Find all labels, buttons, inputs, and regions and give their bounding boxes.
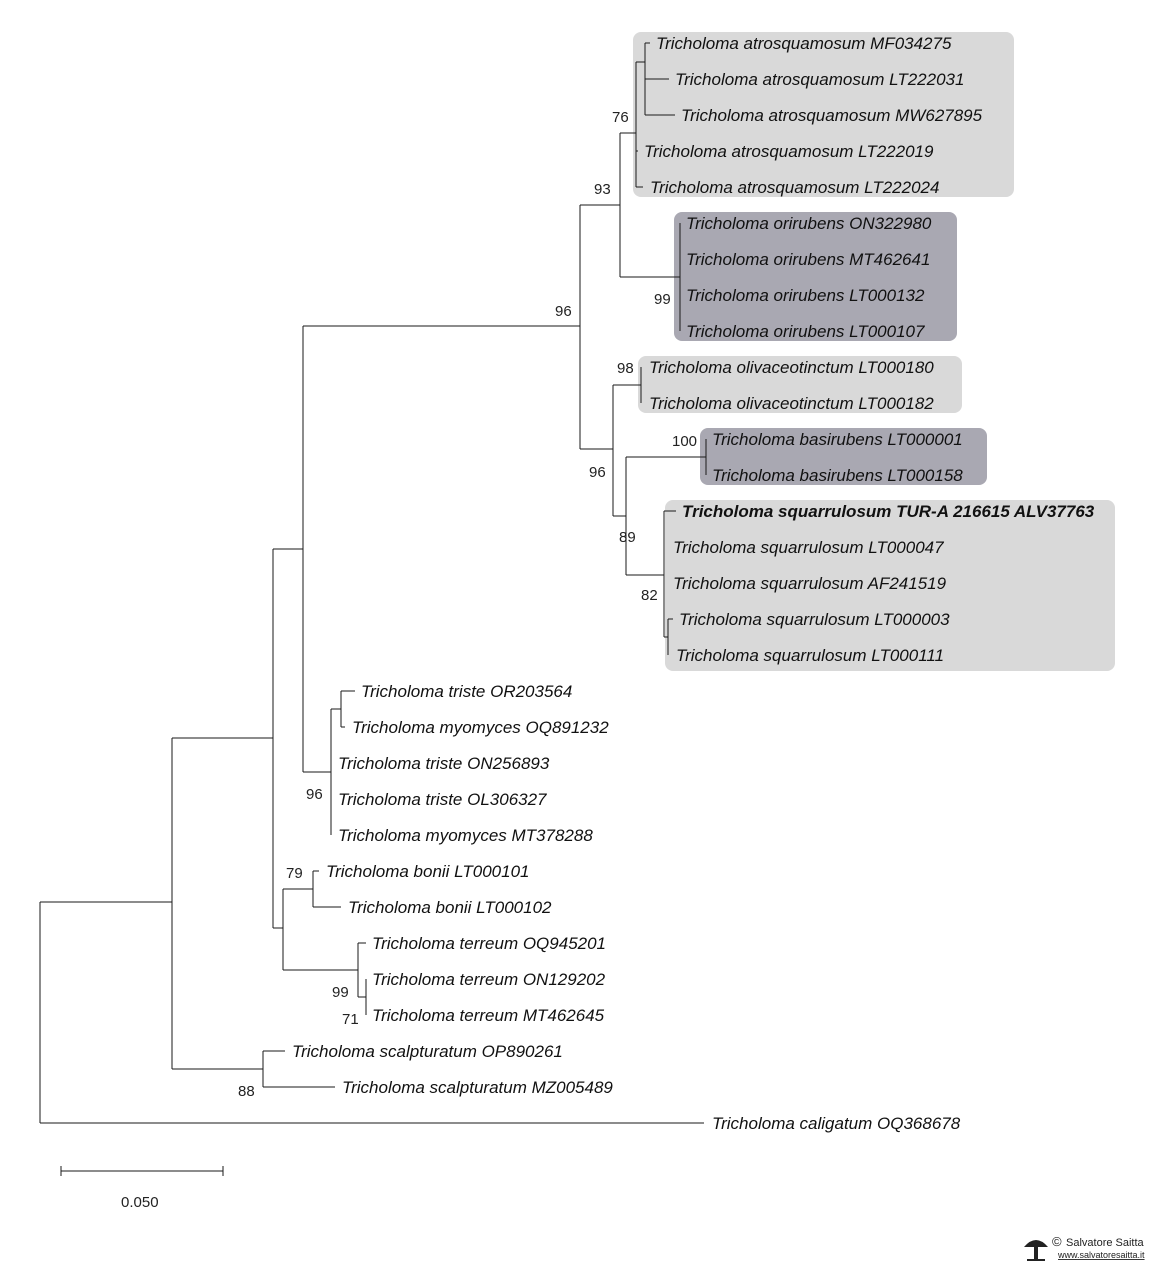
taxon-labels: Tricholoma atrosquamosum MF034275 Tricho… — [292, 34, 1095, 1133]
taxon-label: Tricholoma squarrulosum LT000003 — [679, 610, 950, 629]
watermark-name: Salvatore Saitta — [1066, 1237, 1145, 1249]
support-value: 82 — [641, 587, 658, 604]
taxon-label: Tricholoma orirubens ON322980 — [686, 214, 932, 233]
taxon-label: Tricholoma squarrulosum LT000111 — [676, 646, 944, 665]
support-value: 88 — [238, 1083, 255, 1100]
taxon-label: Tricholoma orirubens LT000132 — [686, 286, 925, 305]
taxon-label: Tricholoma terreum OQ945201 — [372, 934, 606, 953]
taxon-label: Tricholoma myomyces MT378288 — [338, 826, 593, 845]
support-value: 76 — [612, 109, 629, 126]
taxon-label: Tricholoma atrosquamosum MF034275 — [656, 34, 952, 53]
taxon-label: Tricholoma atrosquamosum LT222024 — [650, 178, 939, 197]
watermark-url: www.salvatoresaitta.it — [1057, 1250, 1145, 1260]
support-value: 71 — [342, 1011, 359, 1028]
taxon-label: Tricholoma triste OR203564 — [361, 682, 572, 701]
taxon-label: Tricholoma scalpturatum MZ005489 — [342, 1078, 613, 1097]
support-value: 93 — [594, 181, 611, 198]
support-value: 89 — [619, 529, 636, 546]
scale-bar-label: 0.050 — [121, 1194, 159, 1211]
taxon-label: Tricholoma bonii LT000102 — [348, 898, 552, 917]
support-value: 99 — [654, 291, 671, 308]
support-value: 96 — [589, 464, 606, 481]
clade-box-atrosquamosum — [633, 32, 1014, 197]
support-value: 100 — [672, 433, 697, 450]
support-value: 79 — [286, 865, 303, 882]
taxon-label: Tricholoma triste OL306327 — [338, 790, 547, 809]
highlighted-taxon-label: Tricholoma squarrulosum TUR-A 216615 ALV… — [682, 502, 1095, 521]
tree-branches — [39, 42, 707, 1124]
taxon-label: Tricholoma myomyces OQ891232 — [352, 718, 609, 737]
scale-bar: 0.050 — [60, 1166, 224, 1211]
copyright-symbol: © — [1052, 1234, 1062, 1249]
mushroom-logo-icon — [1024, 1240, 1048, 1261]
taxon-label: Tricholoma terreum MT462645 — [372, 1006, 605, 1025]
support-value: 98 — [617, 360, 634, 377]
clade-box-basirubens — [700, 428, 987, 485]
taxon-label: Tricholoma caligatum OQ368678 — [712, 1114, 961, 1133]
support-value: 96 — [555, 303, 572, 320]
taxon-label: Tricholoma basirubens LT000001 — [712, 430, 963, 449]
taxon-label: Tricholoma bonii LT000101 — [326, 862, 530, 881]
support-value: 99 — [332, 984, 349, 1001]
taxon-label: Tricholoma orirubens MT462641 — [686, 250, 930, 269]
taxon-label: Tricholoma atrosquamosum LT222031 — [675, 70, 964, 89]
clade-highlights — [633, 32, 1115, 671]
taxon-label: Tricholoma olivaceotinctum LT000180 — [649, 358, 934, 377]
support-value: 96 — [306, 786, 323, 803]
taxon-label: Tricholoma triste ON256893 — [338, 754, 550, 773]
taxon-label: Tricholoma squarrulosum AF241519 — [673, 574, 947, 593]
clade-box-olivaceotinctum — [638, 356, 962, 413]
taxon-label: Tricholoma orirubens LT000107 — [686, 322, 925, 341]
clade-box-orirubens — [674, 212, 957, 341]
clade-box-squarrulosum — [665, 500, 1115, 671]
taxon-label: Tricholoma atrosquamosum LT222019 — [644, 142, 934, 161]
taxon-label: Tricholoma olivaceotinctum LT000182 — [649, 394, 934, 413]
support-values: 76 93 99 96 98 100 96 89 82 96 79 99 71 … — [238, 109, 697, 1100]
taxon-label: Tricholoma atrosquamosum MW627895 — [681, 106, 983, 125]
taxon-label: Tricholoma terreum ON129202 — [372, 970, 606, 989]
taxon-label: Tricholoma basirubens LT000158 — [712, 466, 963, 485]
taxon-label: Tricholoma squarrulosum LT000047 — [673, 538, 944, 557]
taxon-label: Tricholoma scalpturatum OP890261 — [292, 1042, 563, 1061]
watermark: © Salvatore Saitta www.salvatoresaitta.i… — [1024, 1234, 1145, 1261]
